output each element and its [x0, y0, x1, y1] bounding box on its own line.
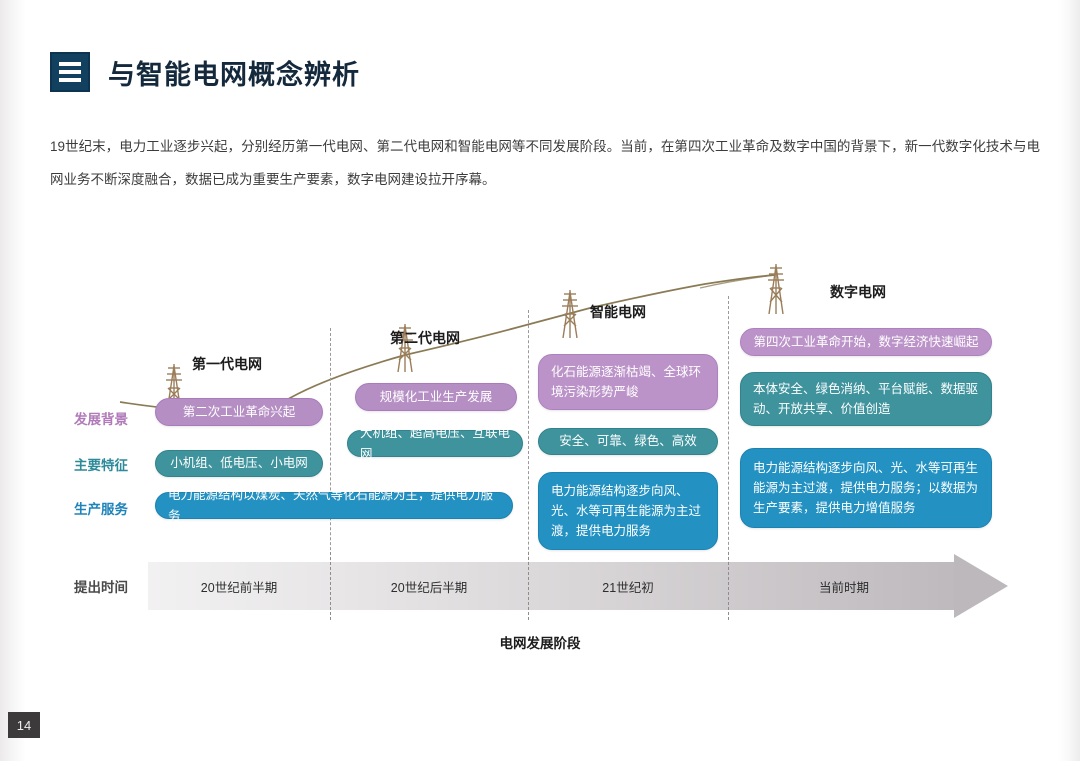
timeline-divider-3: [728, 552, 729, 620]
pill-background-stage-3[interactable]: 化石能源逐渐枯竭、全球环境污染形势严峻: [538, 354, 718, 410]
row-label-time: 提出时间: [74, 580, 128, 595]
stage-header-3: 智能电网: [590, 304, 646, 320]
page-number: 14: [8, 712, 40, 738]
transmission-tower-icon-4: [768, 264, 784, 314]
page-header: 与智能电网概念辨析: [50, 52, 360, 92]
pill-background-stage-1[interactable]: 第二次工业革命兴起: [155, 398, 323, 426]
row-label-service: 生产服务: [74, 502, 128, 517]
three-bars-icon: [50, 52, 90, 92]
timeline-arrowhead: [954, 554, 1008, 618]
intro-paragraph: 19世纪末，电力工业逐步兴起，分别经历第一代电网、第二代电网和智能电网等不同发展…: [50, 139, 1040, 188]
stage-header-2: 第二代电网: [390, 330, 460, 346]
timeline-label-2: 20世纪后半期: [390, 580, 468, 595]
pill-service-stage-4[interactable]: 电力能源结构逐步向风、光、水等可再生能源为主过渡，提供电力服务；以数据为生产要素…: [740, 448, 992, 528]
transmission-tower-icon-2: [397, 324, 413, 372]
column-divider-2: [528, 310, 529, 590]
pill-service-stage-1-2[interactable]: 电力能源结构以煤炭、天然气等化石能源为主，提供电力服务: [155, 488, 513, 523]
page-title: 与智能电网概念辨析: [108, 59, 360, 90]
row-label-features: 主要特征: [74, 458, 128, 473]
timeline-arrow: 20世纪前半期 20世纪后半期 21世纪初 当前时期: [148, 552, 1008, 620]
row-label-background: 发展背景: [74, 412, 128, 427]
pill-features-stage-4[interactable]: 本体安全、绿色消纳、平台赋能、数据驱动、开放共享、价值创造: [740, 372, 992, 426]
pill-background-stage-4[interactable]: 第四次工业革命开始，数字经济快速崛起: [740, 328, 992, 356]
pill-service-stage-3[interactable]: 电力能源结构逐步向风、光、水等可再生能源为主过渡，提供电力服务: [538, 472, 718, 550]
stage-header-4: 数字电网: [830, 284, 886, 300]
column-divider-3: [728, 296, 729, 590]
pill-features-stage-3[interactable]: 安全、可靠、绿色、高效: [538, 428, 718, 455]
axis-caption: 电网发展阶段: [499, 636, 581, 651]
pill-features-stage-2[interactable]: 大机组、超高电压、互联电网: [347, 426, 523, 461]
timeline-bar: [148, 562, 960, 610]
timeline-divider-1: [330, 552, 331, 620]
pill-features-stage-1[interactable]: 小机组、低电压、小电网: [155, 450, 323, 477]
timeline-label-1: 20世纪前半期: [200, 580, 278, 595]
column-divider-1: [330, 328, 331, 590]
transmission-tower-icon-3: [562, 290, 578, 338]
pill-background-stage-2[interactable]: 规模化工业生产发展: [355, 383, 517, 411]
timeline-divider-2: [528, 552, 529, 620]
timeline-label-3: 21世纪初: [602, 580, 654, 595]
timeline-label-4: 当前时期: [818, 580, 869, 595]
grid-evolution-diagram: 第一代电网 第二代电网 智能电网 数字电网 发展背景 主要特征 生产服务 提出时…: [0, 250, 1080, 670]
stage-header-1: 第一代电网: [192, 356, 262, 372]
